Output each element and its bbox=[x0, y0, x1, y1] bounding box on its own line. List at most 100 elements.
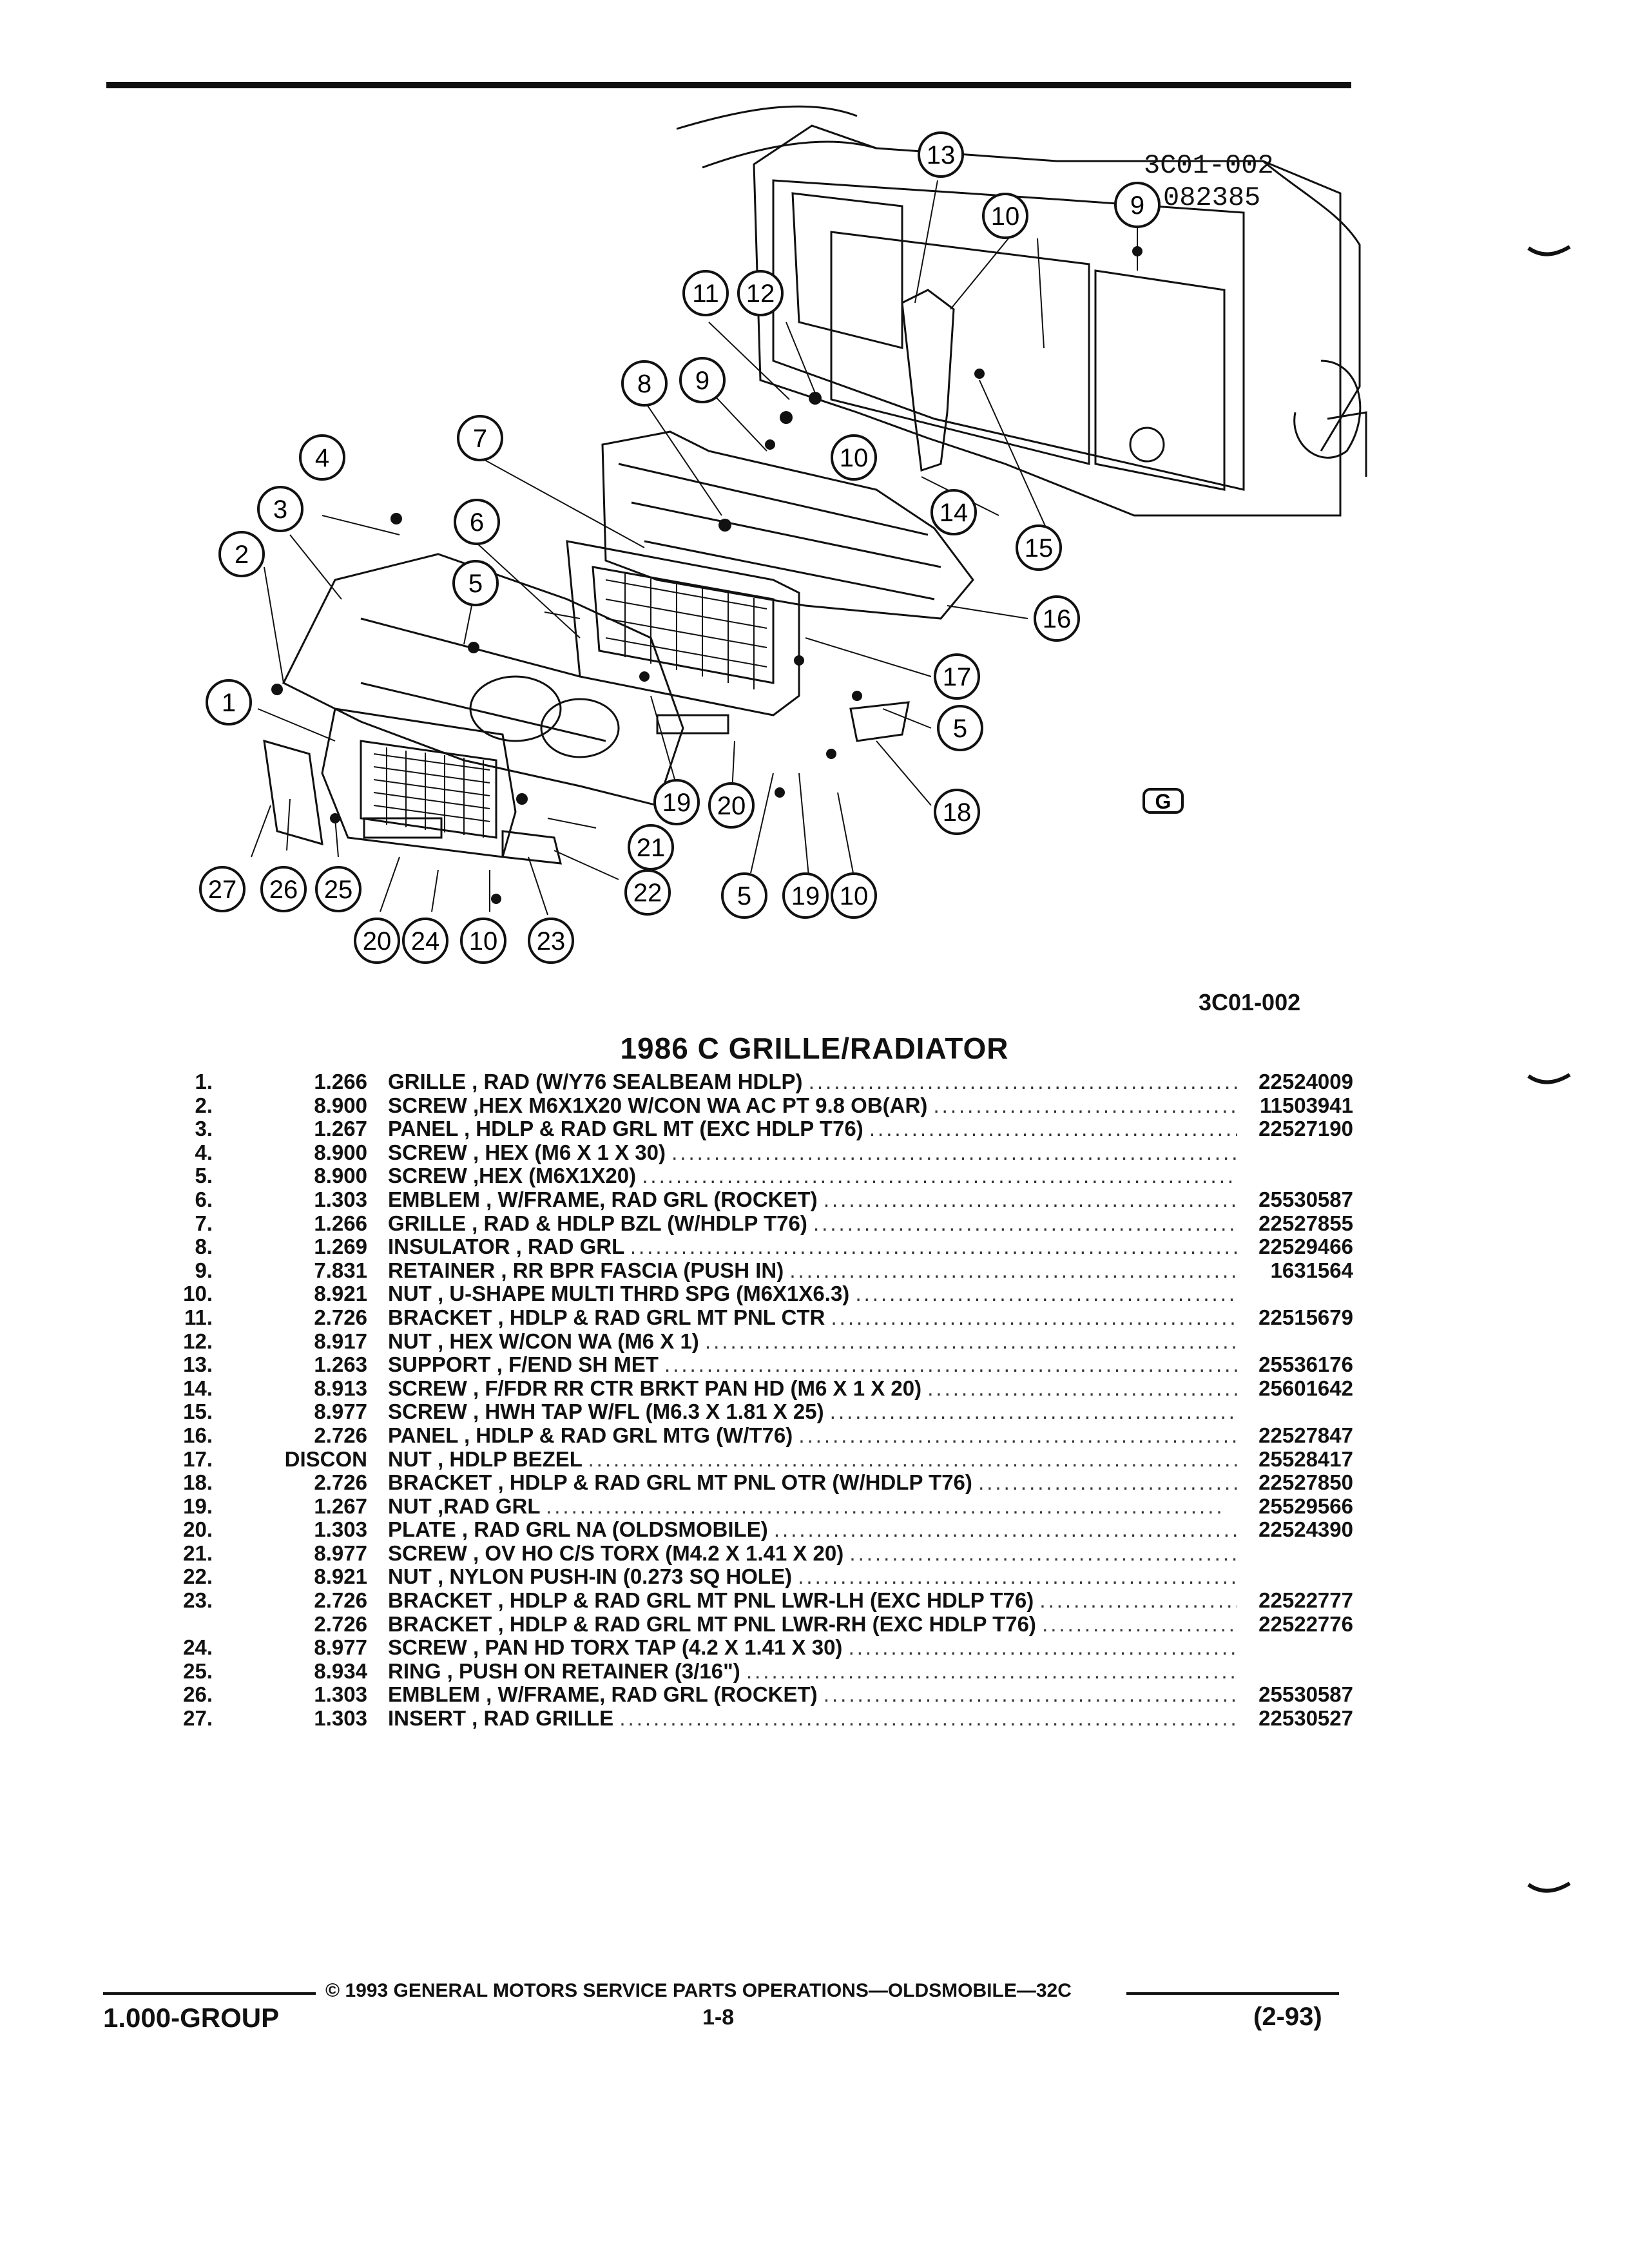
callout-circle bbox=[1034, 595, 1080, 642]
part-group-number: 8.900 bbox=[314, 1140, 367, 1164]
part-description: PLATE , RAD GRL NA (OLDSMOBILE) ........… bbox=[388, 1517, 1237, 1542]
callout-label: 3 bbox=[273, 495, 287, 524]
callout-circle bbox=[1114, 182, 1161, 228]
callout-circle bbox=[402, 918, 448, 964]
part-item-number: 20. bbox=[183, 1517, 213, 1542]
part-item-number: 16. bbox=[183, 1423, 213, 1447]
callout-circle bbox=[831, 434, 877, 481]
footer-date: (2-93) bbox=[1253, 2003, 1322, 2031]
part-description: PANEL , HDLP & RAD GRL MT (EXC HDLP T76)… bbox=[388, 1117, 1237, 1141]
callout-circle bbox=[460, 918, 506, 964]
part-item-number: 21. bbox=[183, 1541, 213, 1565]
part-row: 11. 2.726 BRACKET , HDLP & RAD GRL MT PNL … bbox=[148, 1305, 1353, 1329]
part-item-number: 26. bbox=[183, 1682, 213, 1707]
callout-circle bbox=[528, 918, 574, 964]
part-description: GRILLE , RAD & HDLP BZL (W/HDLP T76) ...… bbox=[388, 1211, 1237, 1235]
callout-label: 10 bbox=[991, 202, 1020, 231]
part-item-number: 25. bbox=[183, 1658, 213, 1683]
part-group-number: 8.917 bbox=[314, 1329, 367, 1353]
part-item-number: 6. bbox=[195, 1187, 213, 1211]
part-row: 2. 8.900 SCREW ,HEX M6X1X20 W/CON WA AC PT… bbox=[148, 1093, 1353, 1117]
part-group-number: 2.726 bbox=[314, 1305, 367, 1329]
part-group-number: 8.913 bbox=[314, 1376, 367, 1400]
diagram-ref-date: 082385 bbox=[1163, 182, 1261, 213]
part-description: BRACKET , HDLP & RAD GRL MT PNL LWR-RH (… bbox=[388, 1611, 1237, 1636]
callout-label: 5 bbox=[468, 570, 483, 598]
callout-label: 10 bbox=[840, 882, 869, 910]
callout-label: 14 bbox=[940, 499, 969, 527]
part-row: 1. 1.266 GRILLE , RAD (W/Y76 SEALBEAM HDLP… bbox=[148, 1070, 1353, 1093]
callout-circle bbox=[260, 866, 307, 912]
callout-label: 20 bbox=[363, 927, 392, 956]
callout-circle bbox=[1016, 524, 1062, 571]
callout-label: 20 bbox=[717, 792, 746, 820]
margin-mark bbox=[1527, 1073, 1571, 1084]
part-number: 25601642 bbox=[1258, 1376, 1353, 1400]
part-description: NUT , NYLON PUSH-IN (0.273 SQ HOLE) ....… bbox=[388, 1564, 1237, 1589]
part-item-number: 2. bbox=[195, 1093, 213, 1117]
part-item-number: 22. bbox=[183, 1564, 213, 1589]
part-group-number: 1.303 bbox=[314, 1517, 367, 1542]
callout-label: 21 bbox=[637, 834, 666, 862]
callout-circle bbox=[621, 360, 668, 407]
part-number: 22522776 bbox=[1258, 1611, 1353, 1636]
callout-label: 1 bbox=[222, 689, 236, 717]
callout-label: 12 bbox=[746, 280, 775, 308]
part-number: 22527190 bbox=[1258, 1117, 1353, 1141]
part-description: GRILLE , RAD (W/Y76 SEALBEAM HDLP) .....… bbox=[388, 1070, 1237, 1093]
callout-circle bbox=[831, 872, 877, 919]
callout-circle bbox=[452, 560, 499, 606]
part-number: 22522777 bbox=[1258, 1588, 1353, 1613]
footer-rule-left bbox=[103, 1992, 316, 1995]
footer-page-number: 1-8 bbox=[702, 2005, 735, 2030]
part-group-number: 8.900 bbox=[314, 1164, 367, 1188]
part-description: NUT , HDLP BEZEL .......................… bbox=[388, 1446, 1237, 1471]
part-group-number: 1.269 bbox=[314, 1235, 367, 1259]
part-group-number: 8.900 bbox=[314, 1093, 367, 1117]
callout-circle bbox=[457, 415, 503, 461]
callout-circle bbox=[454, 499, 500, 545]
callout-label: 15 bbox=[1025, 534, 1054, 562]
part-description: INSERT , RAD GRILLE ....................… bbox=[388, 1706, 1237, 1731]
part-group-number: 1.263 bbox=[314, 1352, 367, 1377]
part-group-number: 8.921 bbox=[314, 1564, 367, 1589]
part-item-number: 11. bbox=[184, 1305, 213, 1329]
callout-circle bbox=[934, 789, 980, 835]
part-item-number: 1. bbox=[195, 1070, 213, 1093]
callout-label: 5 bbox=[953, 715, 967, 743]
part-number: 22527850 bbox=[1258, 1470, 1353, 1495]
part-description: SCREW ,HEX M6X1X20 W/CON WA AC PT 9.8 OB… bbox=[388, 1093, 1237, 1117]
part-group-number: 1.267 bbox=[314, 1117, 367, 1141]
callout-label: 9 bbox=[695, 367, 709, 395]
part-description: BRACKET , HDLP & RAD GRL MT PNL CTR ....… bbox=[388, 1305, 1237, 1329]
parts-list: 1. 1.266 GRILLE , RAD (W/Y76 SEALBEAM HDLP… bbox=[148, 1070, 1353, 1730]
part-group-number: 2.726 bbox=[314, 1470, 367, 1495]
callout-circle bbox=[937, 705, 983, 751]
part-description: SCREW , HEX (M6 X 1 X 30) ..............… bbox=[388, 1140, 1237, 1164]
part-number: 22527847 bbox=[1258, 1423, 1353, 1447]
part-group-number: 1.266 bbox=[314, 1070, 367, 1093]
part-description: NUT , U-SHAPE MULTI THRD SPG (M6X1X6.3) … bbox=[388, 1282, 1237, 1306]
part-group-number: 2.726 bbox=[314, 1588, 367, 1613]
part-item-number: 13. bbox=[183, 1352, 213, 1377]
part-group-number: 8.977 bbox=[314, 1635, 367, 1660]
part-description: SCREW , F/FDR RR CTR BRKT PAN HD (M6 X 1… bbox=[388, 1376, 1237, 1400]
part-number: 1631564 bbox=[1270, 1258, 1353, 1282]
part-description: SCREW , PAN HD TORX TAP (4.2 X 1.41 X 30… bbox=[388, 1635, 1237, 1660]
part-description: PANEL , HDLP & RAD GRL MTG (W/T76) .....… bbox=[388, 1423, 1237, 1447]
callout-circle bbox=[708, 782, 755, 829]
callout-circle bbox=[682, 270, 729, 316]
part-number: 22529466 bbox=[1258, 1235, 1353, 1259]
callout-label: 13 bbox=[927, 141, 956, 169]
part-item-number: 15. bbox=[183, 1399, 213, 1424]
callout-circle bbox=[653, 779, 700, 825]
